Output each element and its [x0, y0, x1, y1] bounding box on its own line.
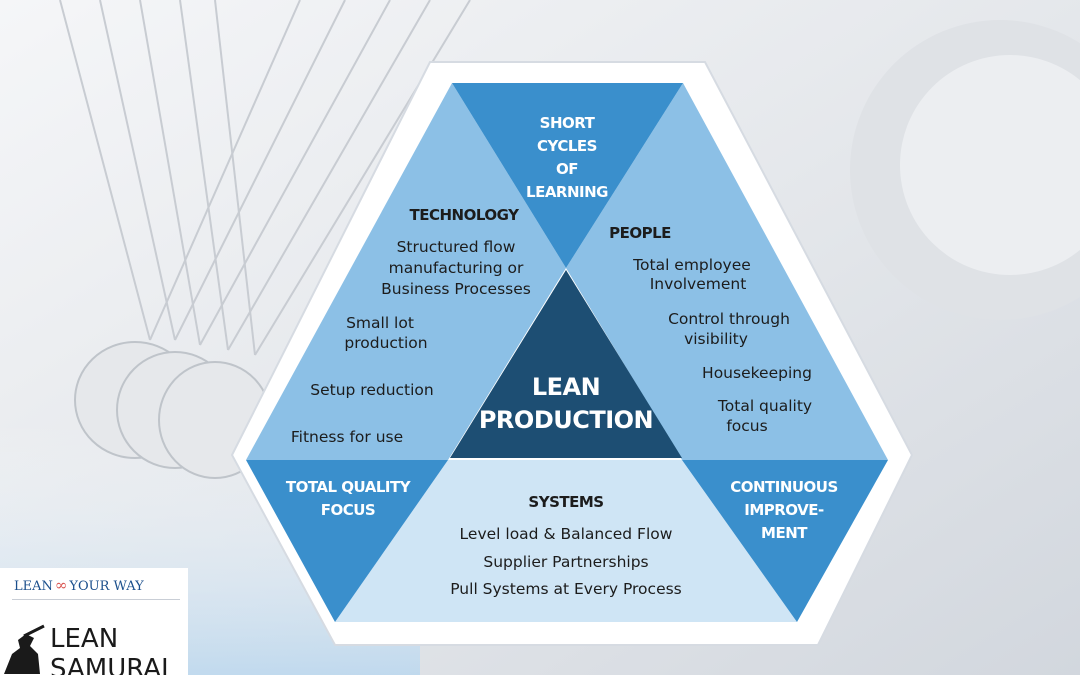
people-section: PEOPLE Total employee Involvement Contro… [609, 224, 812, 435]
brand-logo: LEAN∞YOUR WAY LEAN SAMURAI [0, 568, 188, 675]
technology-item-1-line-3: Business Processes [381, 280, 531, 298]
technology-item-1-line-2: manufacturing or [389, 259, 524, 277]
continuous-improvement-line-2: IMPROVE- [744, 501, 824, 519]
technology-title: TECHNOLOGY [410, 206, 521, 224]
people-item-4-line-2: focus [726, 417, 767, 435]
people-item-2-line-1: Control through [668, 310, 790, 328]
systems-title: SYSTEMS [528, 493, 603, 511]
people-sector [566, 83, 888, 460]
continuous-improvement-line-1: CONTINUOUS [730, 478, 838, 496]
systems-sector [335, 460, 797, 622]
technology-section: TECHNOLOGY Structured flow manufacturing… [291, 206, 531, 446]
continuous-improvement-label: CONTINUOUS IMPROVE- MENT [730, 478, 838, 542]
continuous-improvement-line-3: MENT [761, 524, 808, 542]
technology-item-4: Fitness for use [291, 428, 403, 446]
short-cycles-line-1: SHORT [540, 114, 596, 132]
people-item-4-line-1: Total quality [717, 397, 812, 415]
technology-sector [246, 83, 566, 460]
pendulum-ball-right [850, 20, 1080, 320]
technology-item-3: Setup reduction [310, 381, 434, 399]
samurai-icon [4, 624, 45, 674]
total-quality-line-2: FOCUS [321, 501, 376, 519]
people-item-3: Housekeeping [702, 364, 812, 382]
technology-item-2-line-1: Small lot [346, 314, 414, 332]
systems-item-3: Pull Systems at Every Process [450, 580, 682, 598]
short-cycles-line-3: OF [556, 160, 578, 178]
systems-section: SYSTEMS Level load & Balanced Flow Suppl… [450, 493, 682, 598]
brand-title: LEAN SAMURAI [50, 624, 169, 675]
brand-divider [12, 599, 180, 600]
short-cycles-label: SHORT CYCLES OF LEARNING [526, 114, 609, 201]
people-item-1-line-1: Total employee [632, 256, 751, 274]
short-cycles-triangle [452, 83, 683, 268]
center-line-1: LEAN [532, 373, 600, 401]
people-item-1-line-2: Involvement [650, 275, 747, 293]
technology-item-1-line-1: Structured flow [397, 238, 516, 256]
total-quality-line-1: TOTAL QUALITY [286, 478, 412, 496]
people-title: PEOPLE [609, 224, 671, 242]
brand-knot-icon: ∞ [54, 576, 68, 594]
center-label: LEAN PRODUCTION [479, 373, 654, 434]
lean-production-triangle [450, 270, 682, 458]
systems-item-2: Supplier Partnerships [483, 553, 648, 571]
brand-right-word: YOUR WAY [69, 579, 144, 594]
continuous-improvement-triangle [682, 460, 888, 622]
people-item-2-line-2: visibility [684, 330, 748, 348]
technology-item-2-line-2: production [344, 334, 427, 352]
systems-item-1: Level load & Balanced Flow [460, 525, 673, 543]
total-quality-triangle [246, 460, 448, 622]
center-line-2: PRODUCTION [479, 406, 653, 434]
short-cycles-line-2: CYCLES [537, 137, 597, 155]
total-quality-label: TOTAL QUALITY FOCUS [286, 478, 412, 519]
brand-left-word: LEAN [14, 579, 53, 594]
short-cycles-line-4: LEARNING [526, 183, 608, 201]
pendulum-strings [59, 0, 471, 356]
brand-name: LEAN∞YOUR WAY [14, 576, 144, 594]
